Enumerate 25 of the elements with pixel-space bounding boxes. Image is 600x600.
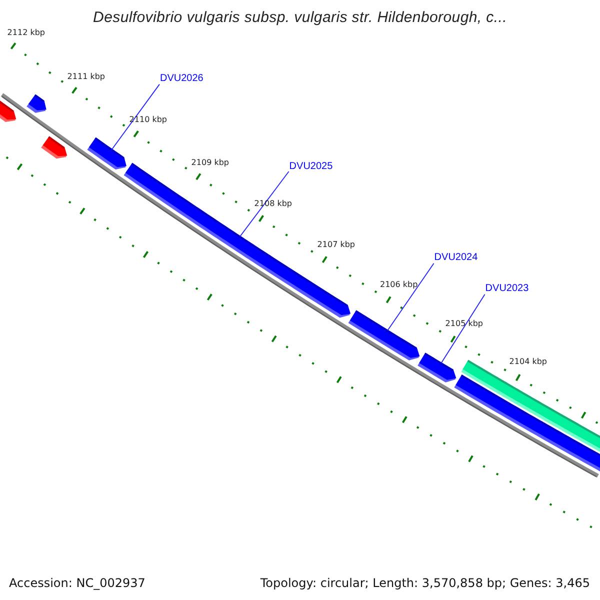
leader-line (239, 171, 290, 238)
gene-block (0, 100, 16, 122)
scale-label: 2107 kbp (317, 240, 355, 250)
scale-label: 2105 kbp (445, 319, 483, 330)
gene-label: DVU2024 (434, 252, 478, 264)
gene-block (41, 136, 68, 159)
footer-text: Topology: circular; Length: 3,570,858 bp; Genes: 3,465 (260, 576, 590, 590)
leader-line (111, 84, 160, 150)
scale-label: 2106 kbp (380, 280, 418, 290)
gene-block (348, 310, 420, 360)
scale-label: 2112 kbp (7, 28, 45, 38)
gene-block (26, 94, 46, 113)
gene-label: DVU2025 (289, 160, 333, 172)
gene-bar (461, 360, 600, 452)
scale-label: 2109 kbp (191, 158, 229, 168)
gene-block (87, 137, 126, 170)
footer-text: Accession: NC_002937 (9, 576, 146, 590)
scale-label: 2111 kbp (67, 72, 105, 82)
gene-label: DVU2026 (160, 73, 204, 86)
scale-label: 2104 kbp (509, 357, 547, 368)
leader-line (440, 294, 486, 364)
leader-line (386, 262, 434, 332)
gene-label: DVU2023 (485, 283, 529, 296)
gene-block (418, 352, 456, 382)
map-title: Desulfovibrio vulgaris subsp. vulgaris str. Hildenborough, c... (93, 9, 507, 28)
